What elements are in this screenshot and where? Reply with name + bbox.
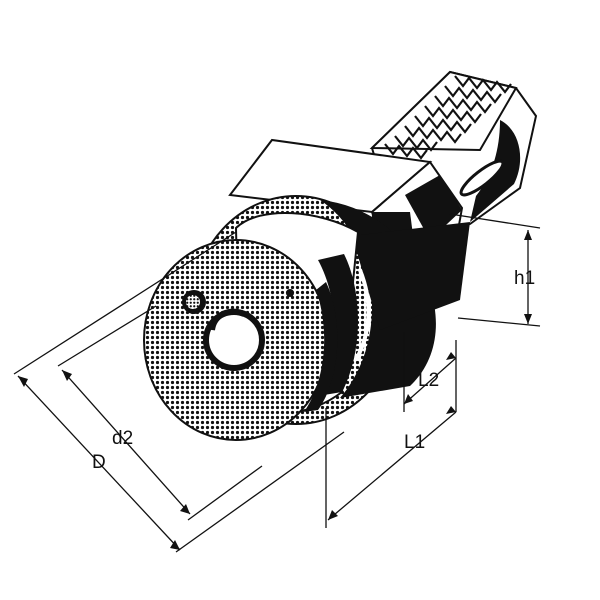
set-screw xyxy=(286,289,294,297)
shank-teeth xyxy=(384,75,512,160)
label-d2: d2 xyxy=(112,428,133,449)
dimension-arrowheads xyxy=(18,230,532,550)
label-h1: h1 xyxy=(514,268,535,289)
dimension-lines xyxy=(13,213,541,553)
label-D: D xyxy=(92,452,106,473)
label-L1: L1 xyxy=(404,432,425,453)
shank-groove xyxy=(459,159,505,197)
front-face xyxy=(143,239,338,441)
label-L2: L2 xyxy=(418,370,439,391)
